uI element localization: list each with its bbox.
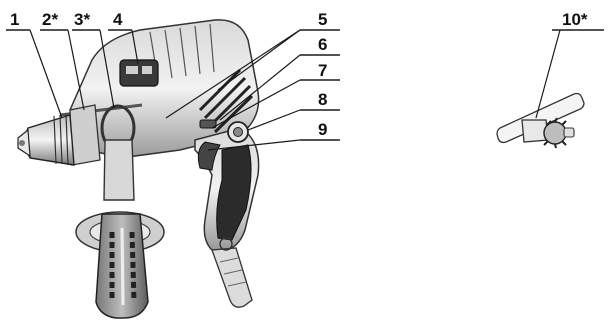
callout-9-leader [207,139,301,151]
callout-8-leader [247,109,301,131]
mode-switch-indicator-2 [142,66,152,74]
chuck-key-bar [496,92,585,144]
side-handle-stem [103,139,135,201]
callout-5: 5 [318,10,327,29]
lock-button-inner [233,127,243,137]
drill-illustration [17,19,260,319]
callout-7: 7 [318,61,327,80]
handle-grip [216,144,252,241]
vent-slots [198,68,254,134]
gear-collar [69,104,101,166]
callout-5-leader-a [165,29,301,119]
side-handle-grip-pattern [109,231,137,301]
chuck-key-illustration [496,92,585,149]
callout-7-leader [211,79,301,129]
callout-5-leader-b [217,29,301,91]
chuck-teeth [53,113,69,166]
callout-4-leader [131,29,139,65]
callout-10: 10* [562,10,588,29]
leader-lines [6,29,604,151]
callout-6: 6 [318,35,327,54]
side-handle-grip-highlight [120,227,125,306]
reverse-switch [199,119,217,129]
chuck-key-pilot [563,127,575,138]
callout-1: 1 [10,10,19,29]
chuck-bore [19,140,25,146]
callout-8: 8 [318,90,327,109]
callout-4: 4 [113,10,123,29]
mode-switch [119,59,159,87]
callout-2-leader [67,29,85,111]
cord-protector-ribs [219,257,247,287]
mode-switch-indicator [126,66,138,74]
housing-ribs [149,23,215,81]
callout-2: 2* [42,10,58,29]
callout-3: 3* [74,10,90,29]
callout-10-leader [535,29,561,119]
callout-1-leader [29,29,63,119]
callout-6-leader [219,54,301,121]
cord-protector [211,247,253,308]
cord-hook [219,237,233,251]
callout-labels: 1 2* 3* 4 5 6 7 8 9 10* [10,10,588,139]
callout-9: 9 [318,120,327,139]
callout-3-leader [99,29,115,109]
